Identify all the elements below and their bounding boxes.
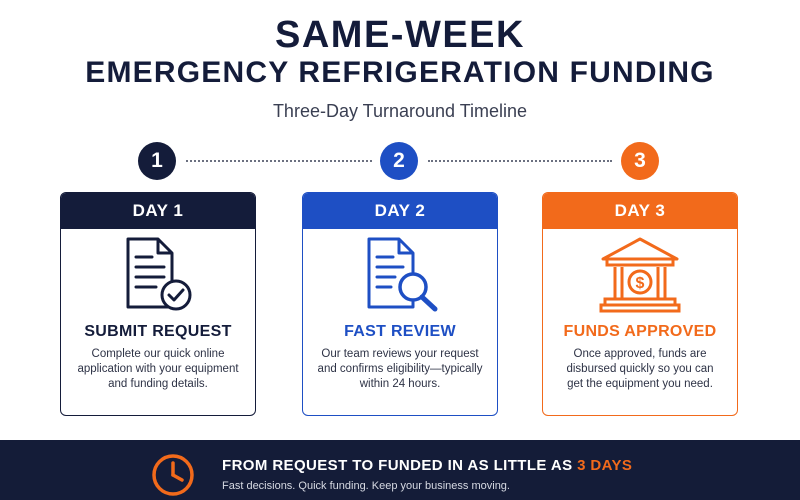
footer-headline-text: FROM REQUEST TO FUNDED IN AS LITTLE AS xyxy=(222,457,578,474)
day-3-description: Once approved, funds are disbursed quick… xyxy=(566,348,714,390)
clock-icon xyxy=(152,454,194,496)
day-2-description: Our team reviews your request and confir… xyxy=(317,348,483,390)
footer-banner: FROM REQUEST TO FUNDED IN AS LITTLE AS 3… xyxy=(0,440,800,500)
document-check-icon xyxy=(126,237,192,311)
day-3-title: FUNDS APPROVED xyxy=(563,323,717,340)
bank-dollar-icon: $ xyxy=(599,237,681,313)
step-connector-2-3 xyxy=(428,160,612,162)
page-subtitle: Three-Day Turnaround Timeline xyxy=(272,101,528,121)
step-connector-1-2 xyxy=(186,160,372,162)
page-title-line1: SAME-WEEK xyxy=(275,14,525,56)
step-3-circle: 3 xyxy=(621,142,659,180)
day-2-header: DAY 2 xyxy=(303,193,497,229)
day-2-card: DAY 2 FAST REVIEW Our team reviews your … xyxy=(302,192,498,416)
day-1-title: SUBMIT REQUEST xyxy=(84,323,232,340)
page-title-line2: EMERGENCY REFRIGERATION FUNDING xyxy=(85,56,715,89)
step-2-circle: 2 xyxy=(380,142,418,180)
svg-text:$: $ xyxy=(636,275,645,292)
footer-tagline: Fast decisions. Quick funding. Keep your… xyxy=(222,480,510,492)
step-1-circle: 1 xyxy=(138,142,176,180)
footer-headline: FROM REQUEST TO FUNDED IN AS LITTLE AS 3… xyxy=(222,457,632,474)
footer-highlight: 3 DAYS xyxy=(577,457,633,474)
document-search-icon xyxy=(367,237,438,312)
day-1-card: DAY 1 SUBMIT REQUEST Complete our quick … xyxy=(60,192,256,416)
day-1-description: Complete our quick online application wi… xyxy=(77,348,239,390)
day-1-header: DAY 1 xyxy=(61,193,255,229)
day-2-title: FAST REVIEW xyxy=(344,323,456,340)
day-3-header: DAY 3 xyxy=(543,193,737,229)
day-3-card: DAY 3 $ FUNDS APPROVED Once approved, fu… xyxy=(542,192,738,416)
